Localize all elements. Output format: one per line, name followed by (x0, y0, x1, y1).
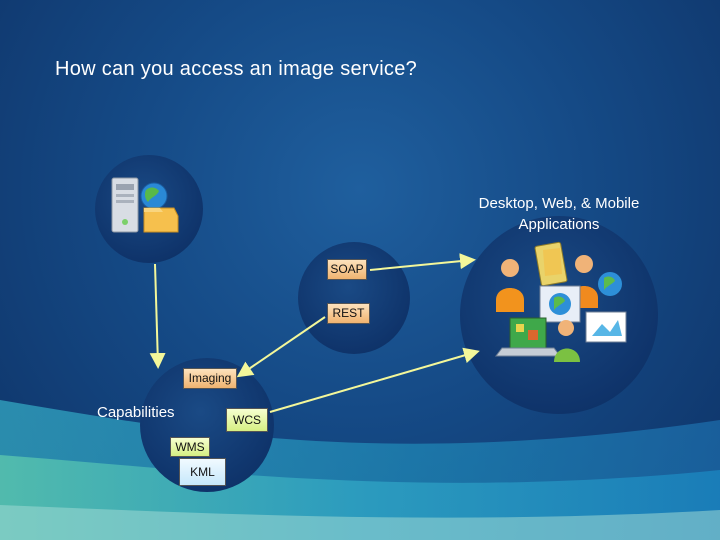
server-icon (111, 177, 179, 233)
apps-label-line2: Applications (518, 216, 600, 233)
wcs-box: WCS (226, 408, 268, 432)
kml-box: KML (179, 458, 226, 486)
wms-box: WMS (170, 437, 210, 457)
rest-box: REST (327, 303, 370, 324)
apps-label-line1: Desktop, Web, & Mobile (478, 195, 640, 212)
apps-label: Desktop, Web, & Mobile Applications (440, 193, 678, 235)
imaging-box: Imaging (183, 368, 237, 389)
slide-title: How can you access an image service? (55, 58, 418, 80)
apps-icon (495, 241, 627, 362)
soap-box: SOAP (327, 259, 367, 280)
capabilities-label: Capabilities (97, 404, 175, 421)
